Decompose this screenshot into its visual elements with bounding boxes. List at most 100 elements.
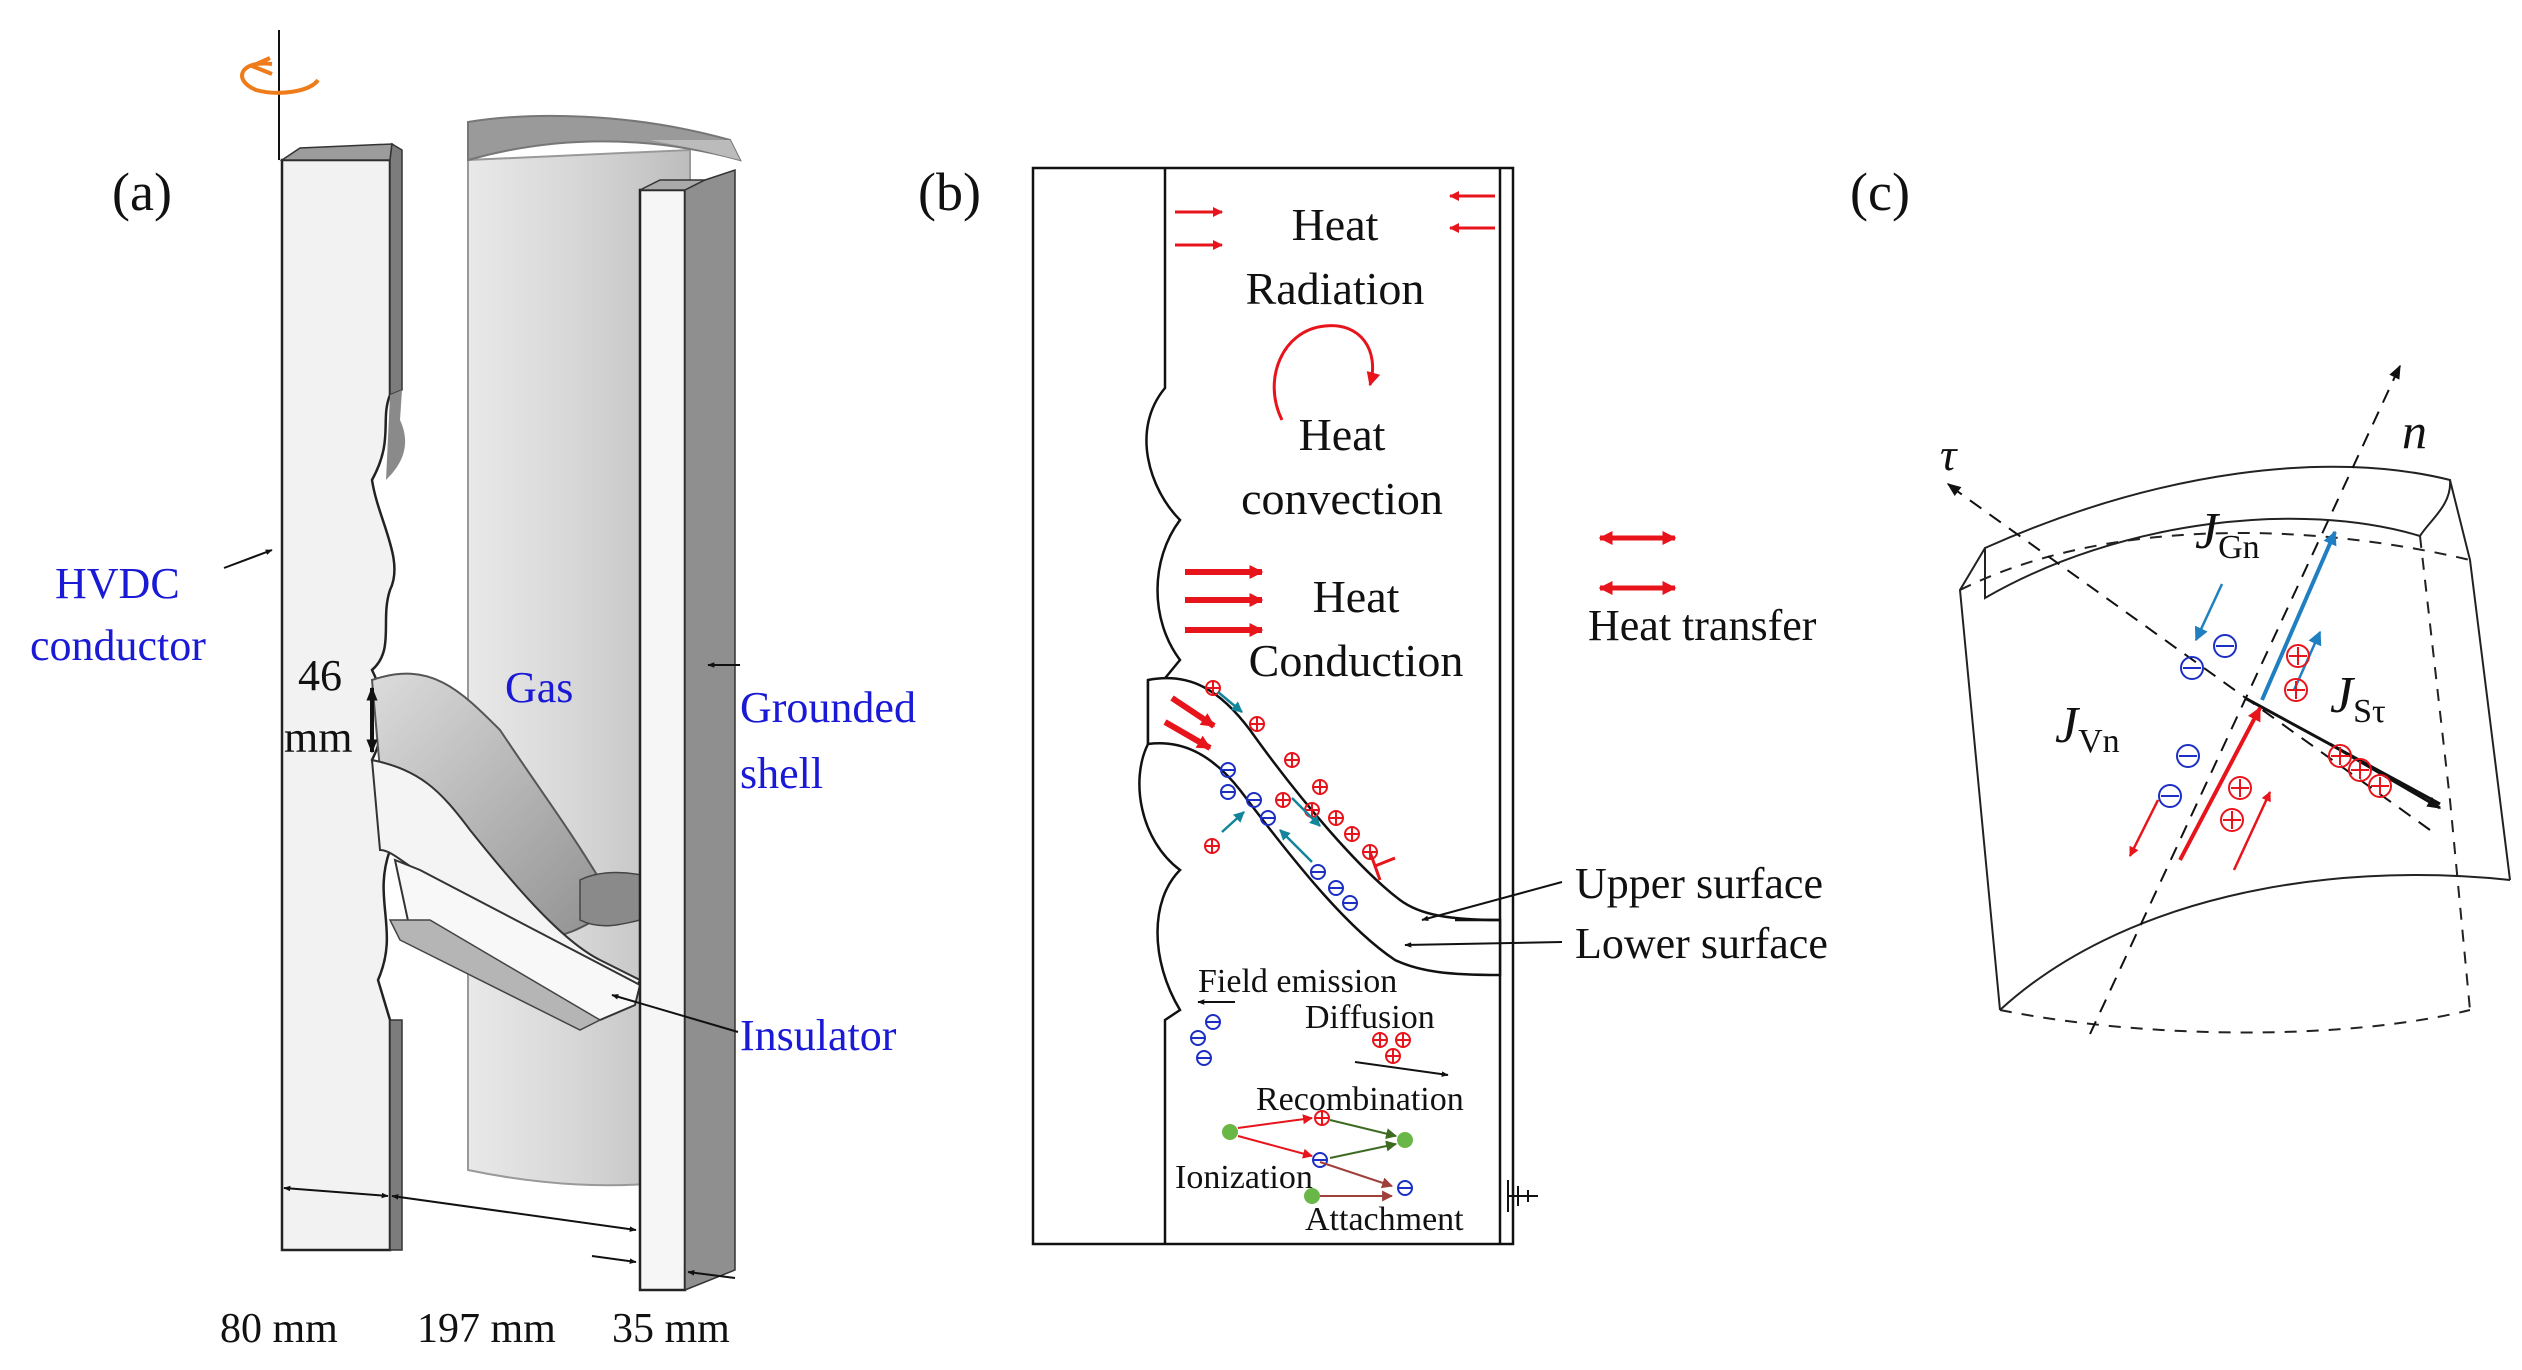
positive-ion <box>1395 1032 1411 1048</box>
jst-label: JSτ <box>2330 667 2386 730</box>
attachment-arrow <box>1319 1161 1394 1189</box>
hvdc-leader <box>223 549 273 569</box>
heat-conduction-line2: Conduction <box>1249 635 1464 686</box>
positive-charge <box>2348 758 2372 782</box>
tau-label: τ <box>1940 429 1958 480</box>
positive-ion <box>1275 792 1291 808</box>
rotation-axis-icon <box>240 56 320 95</box>
lower-surface-label: Lower surface <box>1575 919 1828 968</box>
panel-a-label: (a) <box>112 162 172 222</box>
surface-block <box>1958 465 2511 1034</box>
negative-ion <box>1397 1180 1413 1196</box>
shell-label-line1: Grounded <box>740 683 916 732</box>
jgn-sub: Gn <box>2218 529 2260 566</box>
lower-surface-leader <box>1404 941 1563 948</box>
neutral-particle <box>1222 1124 1238 1140</box>
negative-ion <box>1342 895 1358 911</box>
recombination-arrow <box>1329 1140 1398 1159</box>
diffusion-arrow <box>1354 1061 1449 1077</box>
ion-motion-arrow <box>1291 797 1321 827</box>
ion-motion-arrow <box>1221 811 1245 833</box>
hvdc-label-line1: HVDC <box>55 559 180 608</box>
jvn-negative-flow-arrow <box>2128 799 2160 857</box>
dim-197-label: 197 mm <box>417 1306 556 1352</box>
panel-a: (a) <box>30 30 916 1352</box>
recombination-arrow <box>1329 1119 1398 1140</box>
negative-charge <box>2158 784 2182 808</box>
normal-axis-dashed <box>2089 369 2399 1035</box>
neutral-particle <box>1304 1188 1320 1204</box>
positive-ion <box>1312 779 1328 795</box>
positive-ion <box>1205 680 1221 696</box>
heat-radiation-line2: Radiation <box>1246 263 1425 314</box>
positive-ion <box>1362 844 1378 860</box>
dim-35-label: 35 mm <box>612 1306 730 1352</box>
positive-charge <box>2286 644 2310 668</box>
jvn-base: J <box>2055 697 2081 754</box>
negative-ion <box>1220 784 1236 800</box>
grounded-shell-body <box>638 168 736 1292</box>
negative-ion <box>1260 810 1276 826</box>
dim-197-arrow <box>391 1194 637 1232</box>
gap-dim-unit: mm <box>284 713 352 762</box>
positive-ion <box>1344 826 1360 842</box>
panel-c-positive-charges <box>2220 644 2392 832</box>
recombination-label: Recombination <box>1256 1081 1464 1118</box>
jgn-base: J <box>2195 503 2221 560</box>
insulator-body <box>370 672 662 1031</box>
positive-charge <box>2220 808 2244 832</box>
negative-ion <box>1328 880 1344 896</box>
positive-ion <box>1204 838 1220 854</box>
negative-ion <box>1196 1050 1212 1066</box>
negative-ions <box>1190 762 1413 1196</box>
heat-conduction-arrow <box>1170 695 1216 729</box>
jvn-positive-flow-arrow <box>2232 791 2272 871</box>
positive-charge <box>2328 744 2352 768</box>
negative-ion <box>1220 762 1236 778</box>
positive-ion <box>1284 752 1300 768</box>
dim-80-arrow <box>283 1185 389 1199</box>
jgn-negative-flow-arrow <box>2194 583 2224 642</box>
hvdc-label-line2: conductor <box>30 621 206 670</box>
heat-convection-line2: convection <box>1241 473 1443 524</box>
positive-ion <box>1372 1032 1388 1048</box>
negative-ion <box>1310 864 1326 880</box>
insulator-leader <box>611 994 739 1033</box>
surface-normal-marker <box>1374 856 1396 868</box>
heat-radiation-line1: Heat <box>1292 199 1379 250</box>
ion-motion-arrow <box>1279 829 1313 863</box>
ionization-arrow <box>1237 1135 1313 1159</box>
positive-ion <box>1385 1048 1401 1064</box>
heat-convection-loop-arrow <box>1272 324 1381 421</box>
negative-ion <box>1190 1030 1206 1046</box>
positive-charge <box>2368 774 2392 798</box>
shell-label-line2: shell <box>740 749 823 798</box>
tangential-axis-arrow <box>1946 483 1962 497</box>
insulator-label: Insulator <box>740 1011 897 1060</box>
positive-ion <box>1328 810 1344 826</box>
negative-ion <box>1246 792 1262 808</box>
field-emission-label: Field emission <box>1198 963 1397 1000</box>
ionization-label: Ionization <box>1175 1159 1313 1196</box>
heat-transfer-label: Heat transfer <box>1588 601 1817 650</box>
panel-c: (c) <box>1850 162 2511 1035</box>
n-label: n <box>2402 403 2427 459</box>
gap-dim-value: 46 <box>298 651 342 700</box>
insulator-outline <box>1146 676 1502 977</box>
jgn-arrow <box>2260 530 2337 701</box>
panel-b-label: (b) <box>918 162 981 222</box>
dim-80-label: 80 mm <box>220 1306 338 1352</box>
positive-charge <box>2284 678 2308 702</box>
panel-c-negative-charges <box>2158 634 2237 808</box>
heat-conduction-line1: Heat <box>1313 571 1400 622</box>
positive-ions <box>1204 680 1411 1126</box>
negative-charge <box>2180 656 2204 680</box>
ground-symbol-icon <box>1507 1180 1538 1212</box>
heat-convection-line1: Heat <box>1299 409 1386 460</box>
hvdc-conductor-body <box>279 142 406 1252</box>
upper-surface-leader <box>1421 881 1563 922</box>
jvn-sub: Vn <box>2078 723 2120 760</box>
panel-c-label: (c) <box>1850 162 1910 222</box>
normal-axis-arrow <box>2389 364 2401 380</box>
